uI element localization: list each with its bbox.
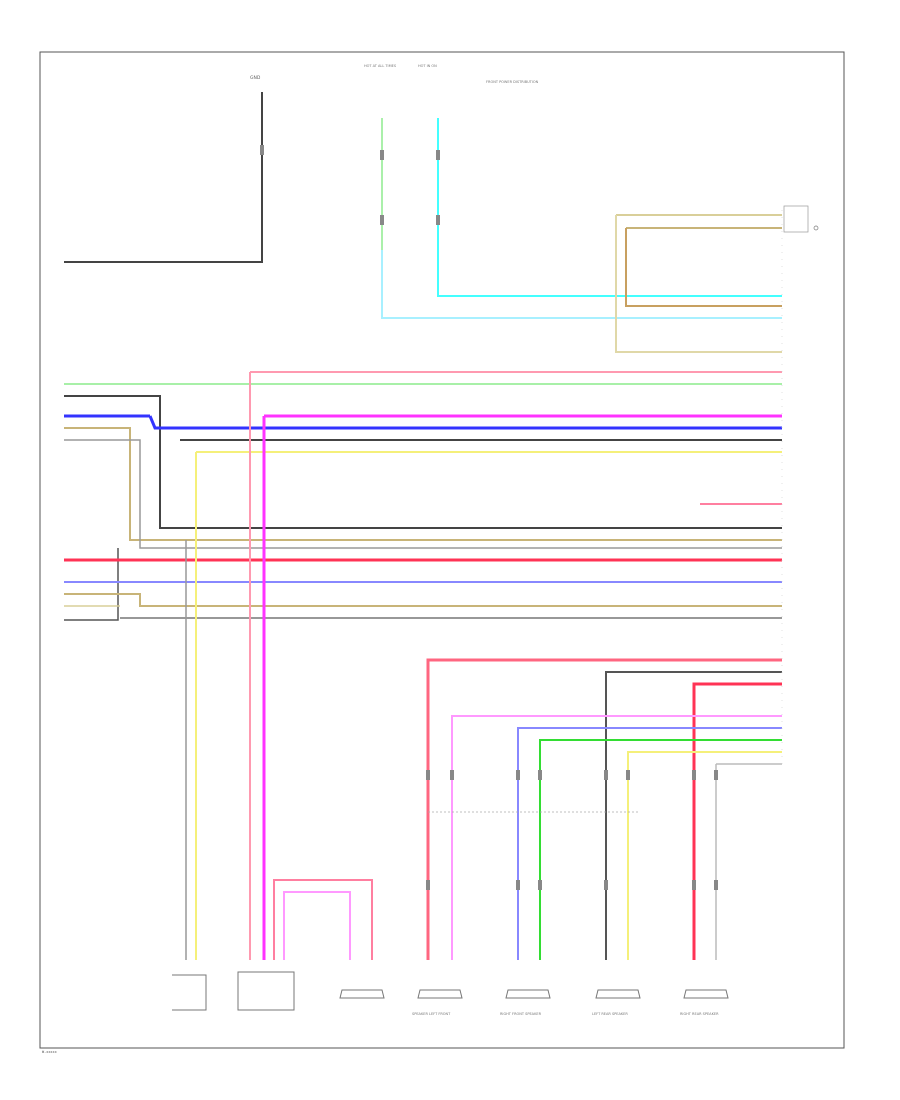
speaker-drops-right: [426, 658, 782, 960]
fuse-a-label: HOT AT ALL TIMES: [364, 64, 397, 68]
fuse-b-label: HOT IN ON: [418, 64, 437, 68]
ground-wire: [64, 92, 263, 263]
power-dist-label: FRONT POWER DISTRIBUTION: [486, 80, 539, 84]
speaker-drops-left: [185, 372, 373, 960]
speaker-label-1: SPEAKER LEFT FRONT: [412, 1012, 451, 1016]
speaker-label-3: LEFT REAR SPEAKER: [592, 1012, 628, 1016]
relay-symbol: [783, 205, 819, 233]
diagram-frame: [39, 51, 845, 1049]
ground-label: GND: [250, 76, 261, 81]
bus-wires: [64, 371, 782, 621]
footer-id: W-xxxxx: [42, 1050, 57, 1054]
speaker-label-2: RIGHT FRONT SPEAKER: [500, 1012, 542, 1016]
speaker-boxes: [172, 971, 729, 1011]
speaker-label-4: RIGHT REAR SPEAKER: [680, 1012, 719, 1016]
tan-wires-upper: [615, 214, 782, 353]
pin-markers: [260, 145, 718, 890]
power-feed-wires: [381, 118, 782, 319]
